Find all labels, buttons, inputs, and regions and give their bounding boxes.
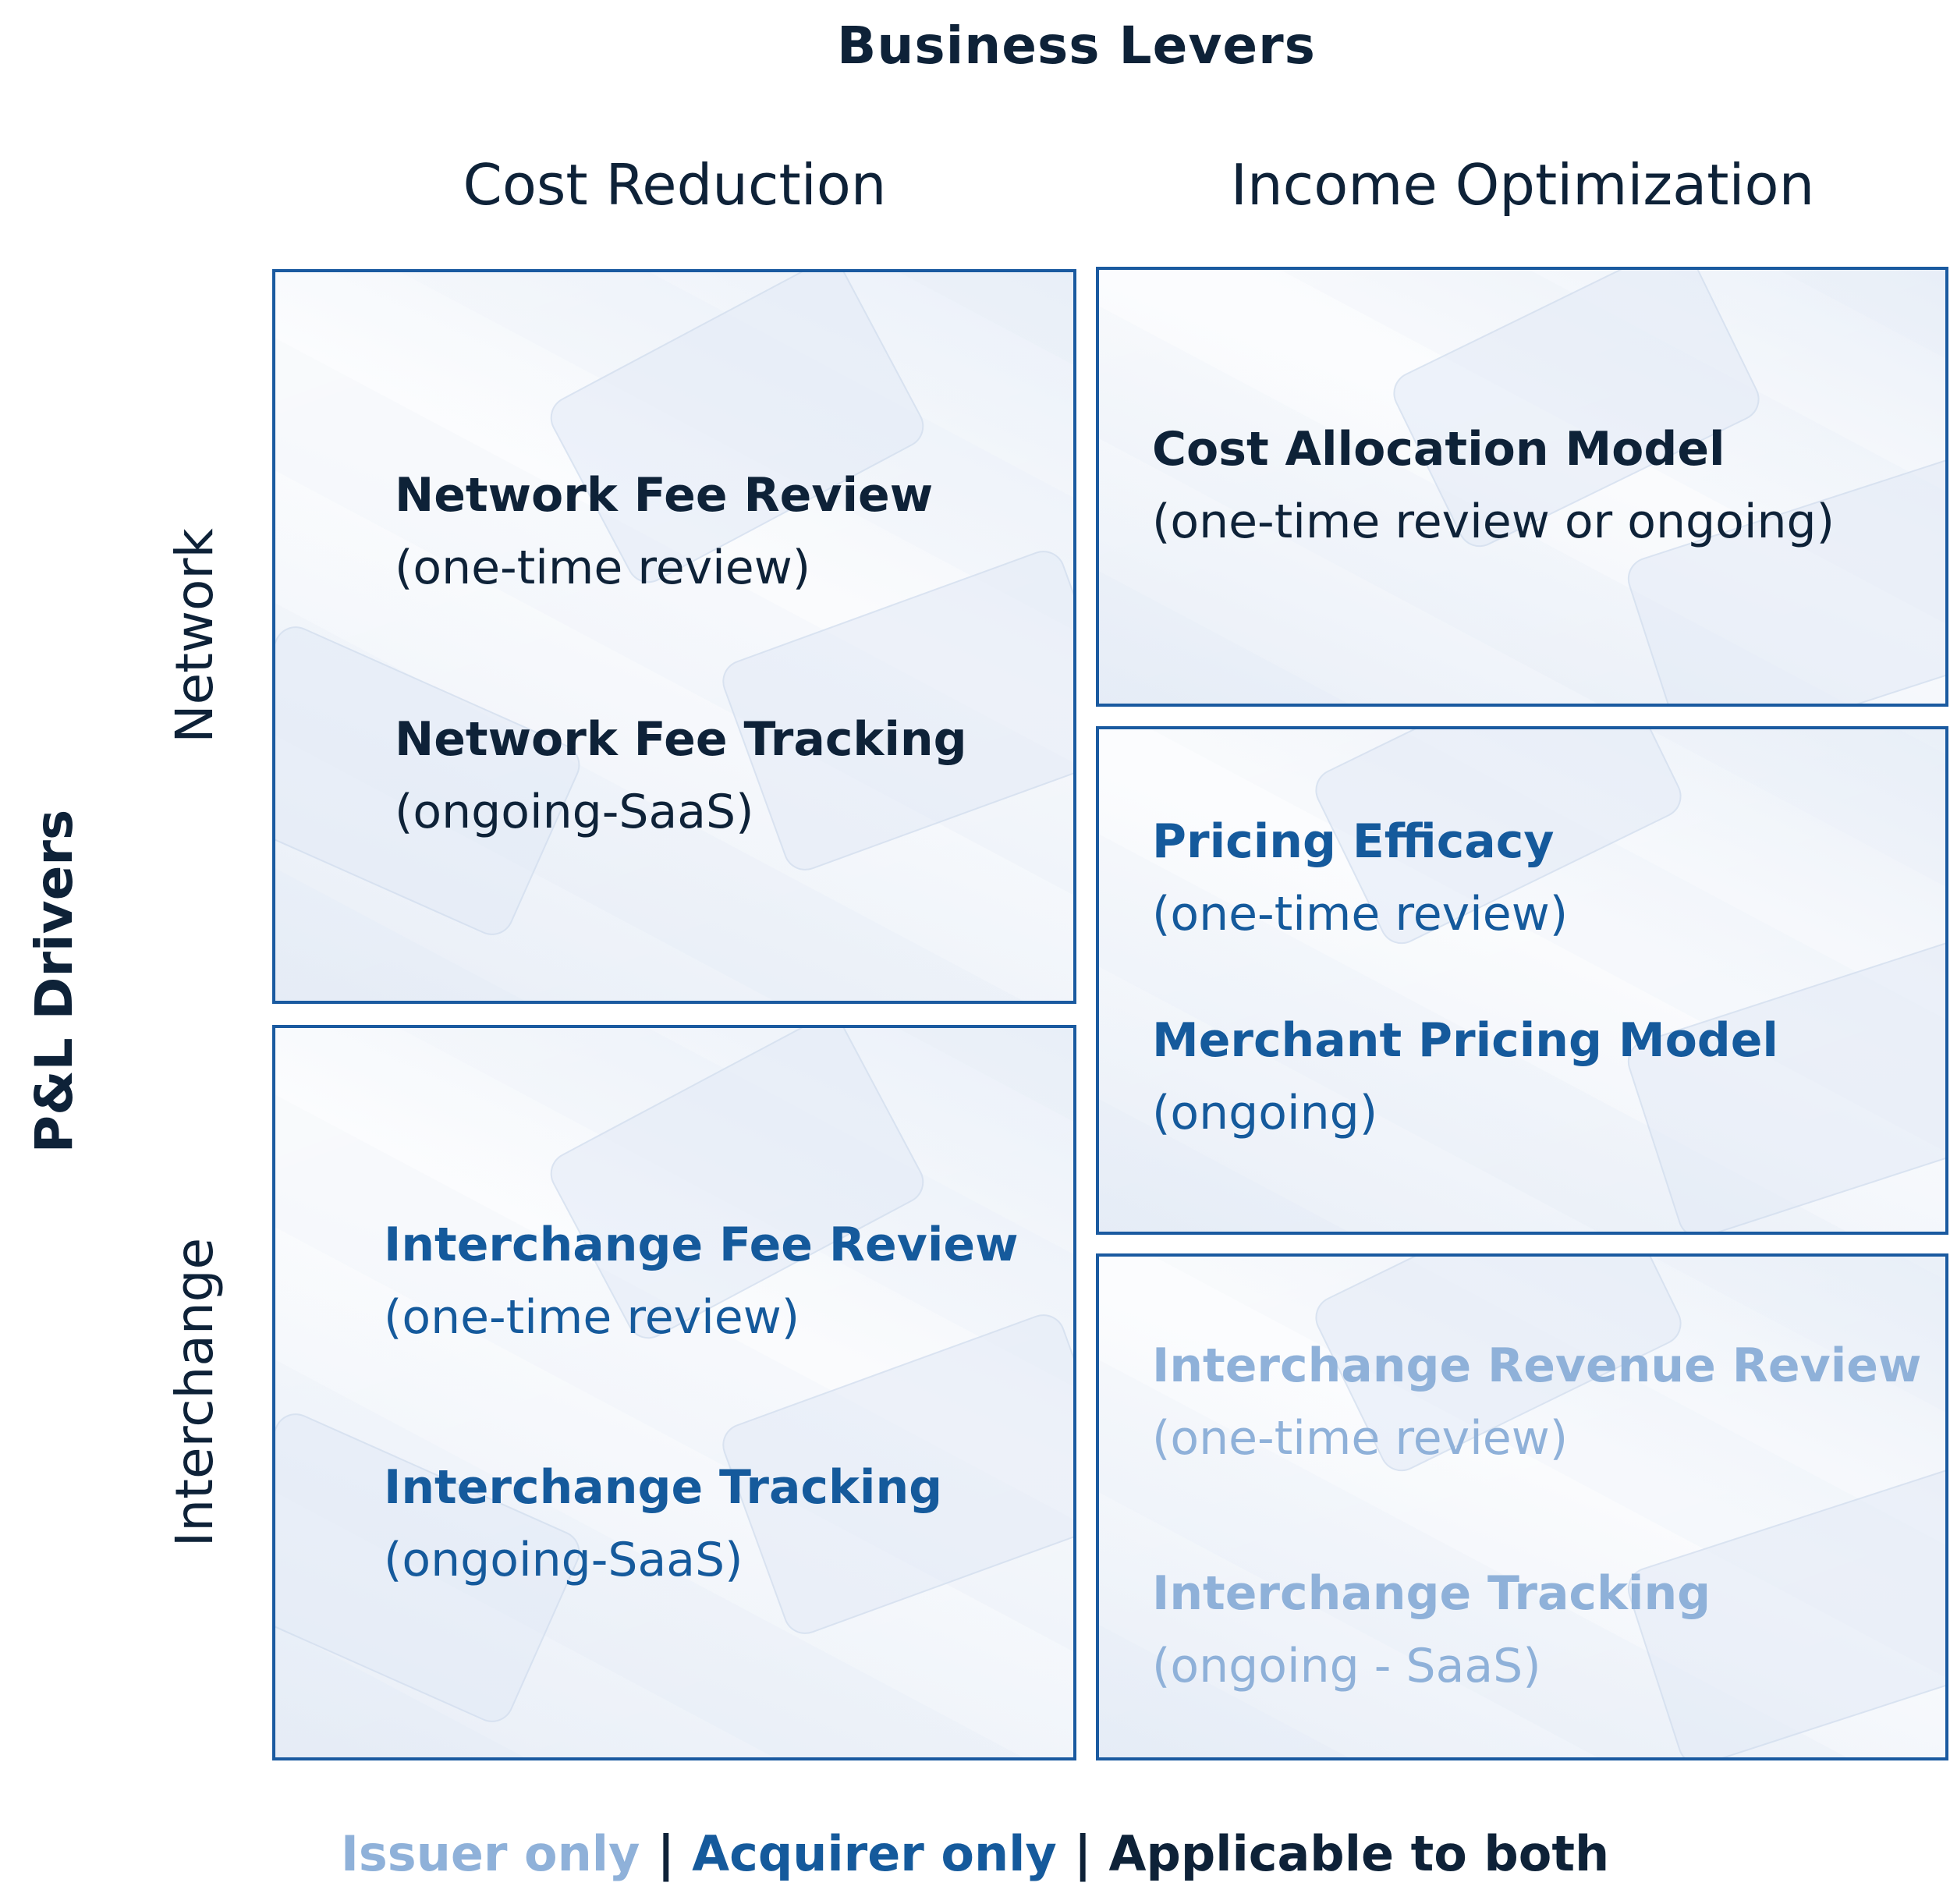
panel-interchange-cost-reduction: Interchange Fee Review (one-time review)… [272,1025,1076,1760]
legend: Issuer only | Acquirer only | Applicable to … [0,1825,1950,1882]
item-title: Network Fee Tracking [395,712,967,767]
legend-separator: | [1073,1825,1092,1882]
item-pricing-efficacy: Pricing Efficacy (one-time review) [1152,806,1568,951]
item-subtitle: (ongoing) [1152,1086,1378,1140]
item-title: Interchange Revenue Review [1152,1338,1922,1393]
row-header-network: Network [165,528,225,743]
item-interchange-tracking-income: Interchange Tracking (ongoing - SaaS) [1152,1558,1711,1703]
item-subtitle: (one-time review) [1152,887,1569,941]
item-cost-allocation-model: Cost Allocation Model (one-time review o… [1152,413,1835,558]
item-title: Interchange Tracking [384,1460,943,1515]
panel-interchange-income: Interchange Revenue Review (one-time rev… [1096,1253,1948,1760]
item-subtitle: (ongoing-SaaS) [384,1533,743,1587]
diagram-title: Business Levers [837,16,1316,76]
item-network-fee-review: Network Fee Review (one-time review) [395,459,933,605]
item-title: Network Fee Review [395,468,934,523]
item-interchange-revenue-review: Interchange Revenue Review (one-time rev… [1152,1330,1921,1475]
item-title: Interchange Tracking [1152,1566,1711,1621]
item-subtitle: (one-time review) [384,1290,800,1345]
item-subtitle: (one-time review) [395,541,811,595]
panel-cost-allocation: Cost Allocation Model (one-time review o… [1096,267,1948,707]
item-title: Merchant Pricing Model [1152,1013,1778,1068]
item-title: Pricing Efficacy [1152,814,1555,869]
item-subtitle: (one-time review or ongoing) [1152,495,1835,549]
legend-applicable-to-both: Applicable to both [1108,1825,1610,1882]
legend-acquirer-only: Acquirer only [692,1825,1057,1882]
item-title: Cost Allocation Model [1152,422,1725,477]
item-subtitle: (one-time review) [1152,1411,1569,1466]
item-interchange-fee-review: Interchange Fee Review (one-time review) [384,1209,1019,1354]
row-header-interchange: Interchange [165,1237,225,1548]
panel-pricing: Pricing Efficacy (one-time review) Merch… [1096,726,1948,1235]
y-axis-label: P&L Drivers [24,809,84,1154]
item-title: Interchange Fee Review [384,1218,1019,1272]
column-header-income-optimization: Income Optimization [1230,152,1815,218]
column-header-cost-reduction: Cost Reduction [463,152,887,218]
item-subtitle: (ongoing-SaaS) [395,785,754,839]
legend-issuer-only: Issuer only [340,1825,640,1882]
legend-separator: | [657,1825,675,1882]
item-subtitle: (ongoing - SaaS) [1152,1639,1541,1693]
item-merchant-pricing-model: Merchant Pricing Model (ongoing) [1152,1005,1778,1150]
item-network-fee-tracking: Network Fee Tracking (ongoing-SaaS) [395,704,967,849]
panel-network-cost-reduction: Network Fee Review (one-time review) Net… [272,269,1076,1004]
item-interchange-tracking-cost: Interchange Tracking (ongoing-SaaS) [384,1452,942,1597]
